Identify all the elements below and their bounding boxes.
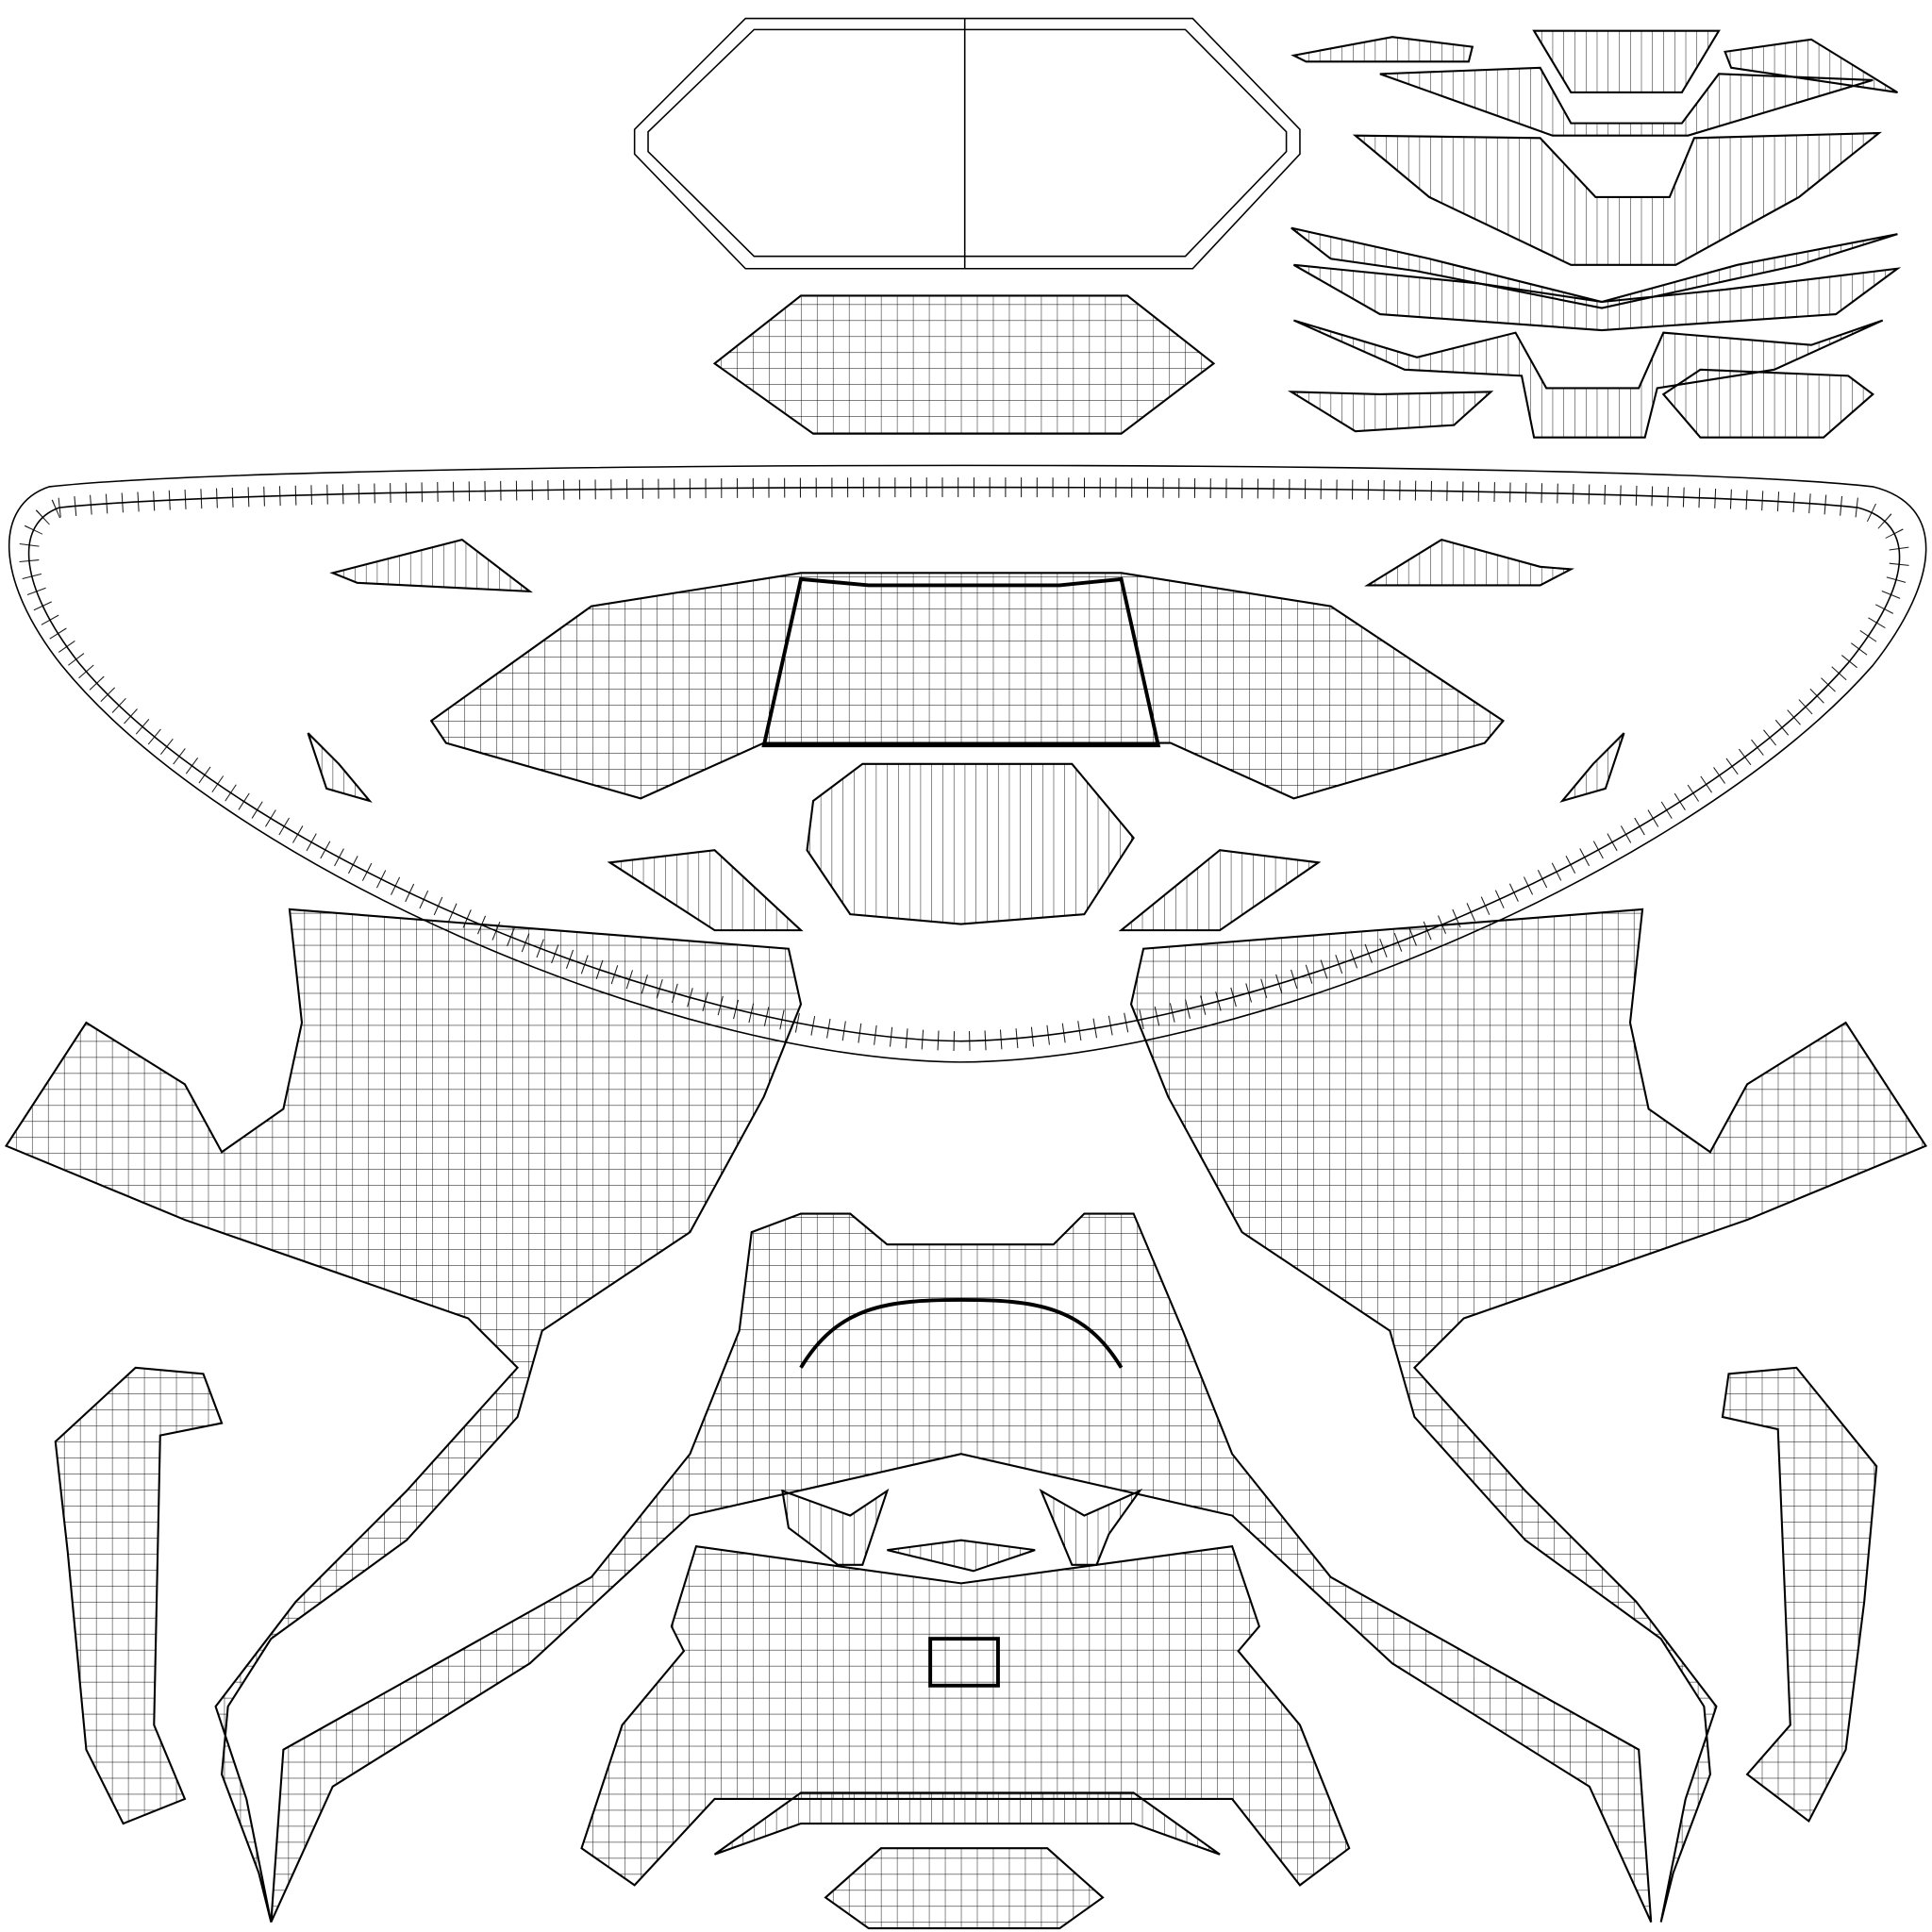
uv-island-right-wing bbox=[1129, 908, 1928, 1923]
uv-island-left-shard bbox=[307, 732, 373, 803]
uv-island-upper-trapezoid bbox=[712, 294, 1216, 435]
uv-island-bottom-cap bbox=[824, 1847, 1105, 1930]
uv-island-top-right-strips bbox=[1287, 29, 1902, 439]
uv-island-right-handle bbox=[1721, 1366, 1878, 1824]
uv-island-left-wing bbox=[4, 908, 803, 1923]
uv-island-bottom-strip bbox=[713, 1791, 1221, 1856]
uv-island-bottom-window bbox=[928, 1637, 1000, 1688]
uv-island-outer-ring bbox=[8, 464, 1927, 1063]
uv-island-lower-right-wedge bbox=[1118, 849, 1322, 932]
uv-island-dome-inner bbox=[761, 576, 1161, 748]
uv-island-left-handle bbox=[54, 1366, 224, 1825]
uv-island-arch-inner bbox=[799, 1297, 1124, 1369]
uv-island-small-right bbox=[1039, 1488, 1143, 1566]
uv-island-lower-left-wedge bbox=[607, 849, 804, 932]
uv-island-octagon bbox=[806, 762, 1135, 925]
uv-island-left-fin bbox=[329, 538, 533, 593]
uv-island-center-arch bbox=[270, 1212, 1653, 1923]
uv-island-right-fin bbox=[1364, 538, 1575, 587]
uv-island-top-panel bbox=[633, 17, 1301, 270]
uv-island-small-center bbox=[887, 1539, 1036, 1573]
uv-island-center-dome bbox=[429, 572, 1506, 800]
uv-island-small-left bbox=[781, 1488, 890, 1566]
uv-island-right-shard bbox=[1559, 732, 1625, 803]
uv-island-bottom-center bbox=[580, 1545, 1351, 1887]
